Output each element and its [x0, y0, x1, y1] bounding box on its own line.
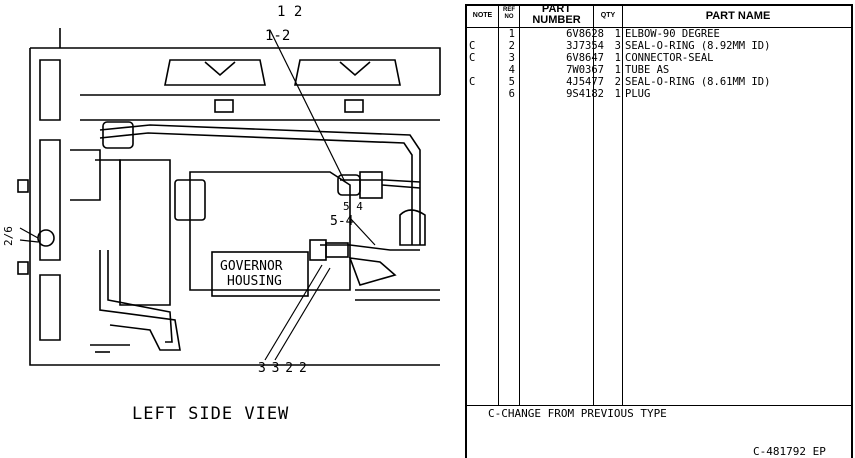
row-ref: 6: [508, 88, 515, 100]
change-footnote: C-CHANGE FROM PREVIOUS TYPE: [488, 407, 667, 420]
row-note: C: [469, 76, 476, 88]
column-divider: [593, 4, 594, 405]
callout-5-4-small: 5 4: [343, 200, 363, 213]
header-part-name: PART NAME: [705, 10, 771, 22]
header-note: NOTE: [472, 12, 493, 19]
row-part-number: 7W0367: [566, 64, 604, 76]
column-divider: [519, 4, 520, 405]
row-part-name: SEAL-O-RING (8.92MM ID): [625, 40, 771, 52]
table-row: C 3 6V8647 1 CONNECTOR-SEAL: [465, 52, 853, 64]
row-qty: 1: [614, 64, 621, 76]
top-callout: 1 2: [277, 4, 303, 20]
header-part-number: PART NUMBER: [532, 3, 581, 26]
header-qty: QTY: [600, 12, 616, 19]
row-ref: 3: [508, 52, 515, 64]
row-part-number: 4J5477: [566, 76, 604, 88]
row-part-name: SEAL-O-RING (8.61MM ID): [625, 76, 771, 88]
row-part-number: 3J7354: [566, 40, 604, 52]
table-border: [465, 4, 853, 458]
row-part-number: 9S4182: [566, 88, 604, 100]
parts-table: NOTE REF NO PART NUMBER QTY PART NAME 1 …: [465, 0, 855, 458]
row-part-name: CONNECTOR-SEAL: [625, 52, 714, 64]
table-row: 4 7W0367 1 TUBE AS: [465, 64, 853, 76]
callout-2-6: 2/6: [2, 226, 15, 246]
callout-3-2: 3 3 2 2: [258, 361, 307, 376]
row-part-name: TUBE AS: [625, 64, 670, 76]
table-row: C 5 4J5477 2 SEAL-O-RING (8.61MM ID): [465, 76, 853, 88]
row-qty: 2: [614, 76, 621, 88]
callout-5-4: 5-4: [330, 214, 354, 229]
table-row: 6 9S4182 1 PLUG: [465, 88, 853, 100]
document-number: C-481792 EP: [753, 445, 826, 458]
housing-label-line2: HOUSING: [227, 274, 282, 289]
row-qty: 1: [614, 88, 621, 100]
column-divider: [622, 4, 623, 405]
row-note: C: [469, 40, 476, 52]
row-part-name: ELBOW-90 DEGREE: [625, 28, 720, 40]
view-title: LEFT SIDE VIEW: [132, 404, 290, 424]
row-qty: 1: [614, 28, 621, 40]
engine-illustration: 1 2 1-2 5 4 5-4 2/6 3 3 2 2 GOVERNOR HOU…: [2, 4, 441, 424]
column-divider: [498, 4, 499, 405]
row-ref: 5: [508, 76, 515, 88]
header-ref-no: REF NO: [503, 7, 515, 20]
table-bottom-divider: [465, 405, 853, 406]
housing-label-line1: GOVERNOR: [220, 259, 283, 274]
table-row: C 2 3J7354 3 SEAL-O-RING (8.92MM ID): [465, 40, 853, 52]
callout-1-2: 1-2: [265, 28, 291, 44]
row-part-number: 6V8647: [566, 52, 604, 64]
row-ref: 1: [508, 28, 515, 40]
row-note: C: [469, 52, 476, 64]
row-part-number: 6V8628: [566, 28, 604, 40]
table-row: 1 6V8628 1 ELBOW-90 DEGREE: [465, 28, 853, 40]
row-ref: 4: [508, 64, 515, 76]
row-ref: 2: [508, 40, 515, 52]
row-part-name: PLUG: [625, 88, 651, 100]
governor-housing-drawing: [17, 28, 441, 366]
row-qty: 1: [614, 52, 621, 64]
row-qty: 3: [614, 40, 621, 52]
header-divider: [465, 27, 853, 28]
